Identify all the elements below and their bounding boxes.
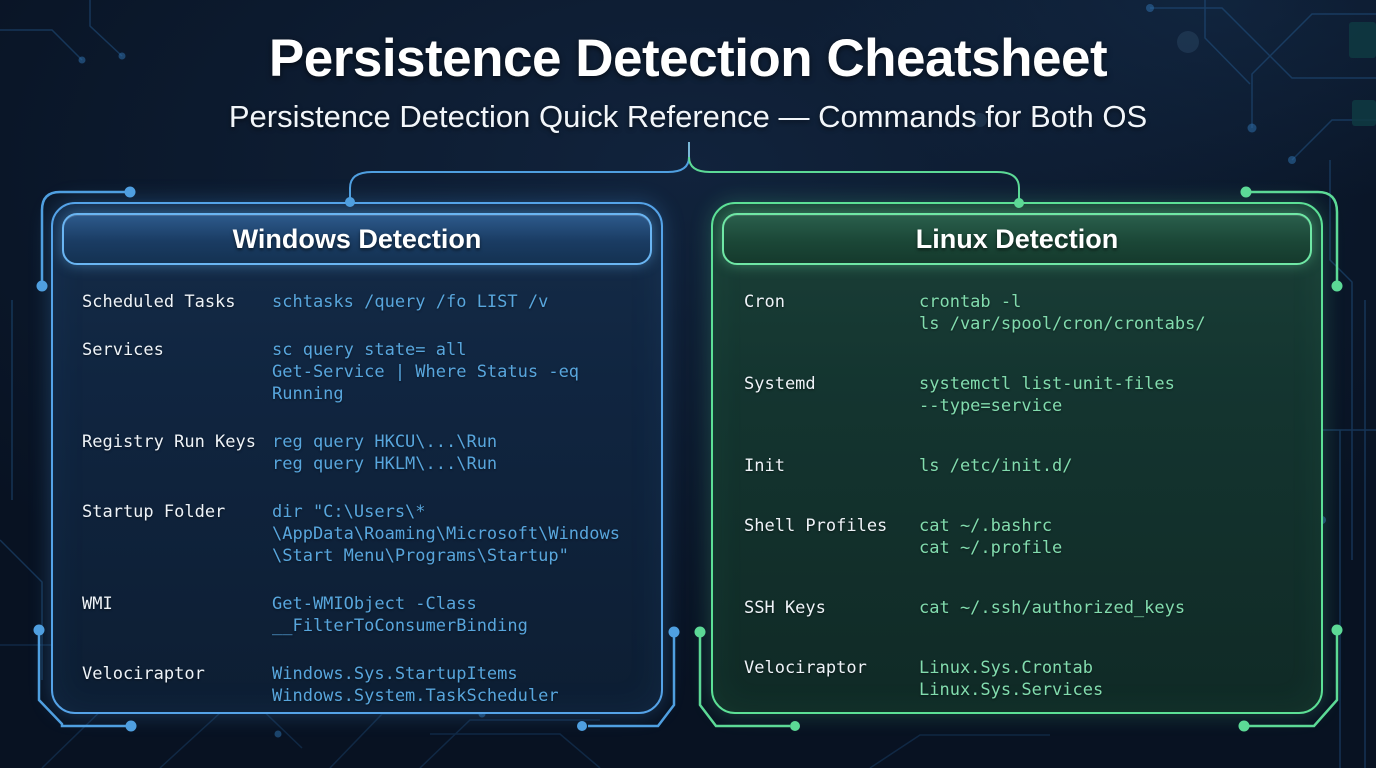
row-command: sc query state= all Get-Service | Where … <box>272 340 580 404</box>
row-label: Shell Profiles <box>744 516 888 536</box>
row-label: WMI <box>82 594 113 614</box>
row-command: reg query HKCU\...\Run reg query HKLM\..… <box>272 432 498 474</box>
page-title: Persistence Detection Cheatsheet <box>268 29 1108 88</box>
table-row: Cron crontab -l ls /var/spool/cron/cront… <box>744 291 1307 335</box>
table-row: Systemd systemctl list-unit-files --type… <box>744 373 1307 417</box>
row-label: Velociraptor <box>744 658 867 678</box>
table-row: SSH Keys cat ~/.ssh/authorized_keys <box>744 597 1307 619</box>
windows-rows: Scheduled Tasks schtasks /query /fo LIST… <box>53 265 661 707</box>
row-label: Init <box>744 456 785 476</box>
table-row: Shell Profiles cat ~/.bashrc cat ~/.prof… <box>744 515 1307 559</box>
row-command: crontab -l ls /var/spool/cron/crontabs/ <box>919 292 1206 334</box>
table-row: Startup Folder dir "C:\Users\* \AppData\… <box>82 501 647 567</box>
row-label: Services <box>82 340 164 360</box>
row-label: Systemd <box>744 374 816 394</box>
row-label: SSH Keys <box>744 598 826 618</box>
linux-rows: Cron crontab -l ls /var/spool/cron/cront… <box>713 265 1321 701</box>
table-row: Velociraptor Linux.Sys.Crontab Linux.Sys… <box>744 657 1307 701</box>
table-row: Services sc query state= all Get-Service… <box>82 339 647 405</box>
row-command: schtasks /query /fo LIST /v <box>272 292 549 312</box>
row-command: cat ~/.ssh/authorized_keys <box>919 598 1186 618</box>
row-command: Linux.Sys.Crontab Linux.Sys.Services <box>919 658 1104 700</box>
row-command: dir "C:\Users\* \AppData\Roaming\Microso… <box>272 502 620 566</box>
table-row: Init ls /etc/init.d/ <box>744 455 1307 477</box>
page-subtitle: Persistence Detection Quick Reference — … <box>228 99 1148 134</box>
table-row: Scheduled Tasks schtasks /query /fo LIST… <box>82 291 647 313</box>
row-label: Velociraptor <box>82 664 205 684</box>
row-command: Windows.Sys.StartupItems Windows.System.… <box>272 664 559 706</box>
table-row: Registry Run Keys reg query HKCU\...\Run… <box>82 431 647 475</box>
row-label: Cron <box>744 292 785 312</box>
row-command: Get-WMIObject -Class __FilterToConsumerB… <box>272 594 528 636</box>
table-row: Velociraptor Windows.Sys.StartupItems Wi… <box>82 663 647 707</box>
row-command: ls /etc/init.d/ <box>919 456 1073 476</box>
windows-panel-title: Windows Detection <box>62 213 652 265</box>
row-command: cat ~/.bashrc cat ~/.profile <box>919 516 1063 558</box>
row-command: systemctl list-unit-files --type=service <box>919 374 1175 416</box>
linux-panel-title: Linux Detection <box>722 213 1312 265</box>
table-row: WMI Get-WMIObject -Class __FilterToConsu… <box>82 593 647 637</box>
linux-panel: Linux Detection Cron crontab -l ls /var/… <box>711 202 1323 714</box>
row-label: Registry Run Keys <box>82 432 256 452</box>
row-label: Startup Folder <box>82 502 226 522</box>
windows-panel: Windows Detection Scheduled Tasks schtas… <box>51 202 663 714</box>
row-label: Scheduled Tasks <box>82 292 236 312</box>
